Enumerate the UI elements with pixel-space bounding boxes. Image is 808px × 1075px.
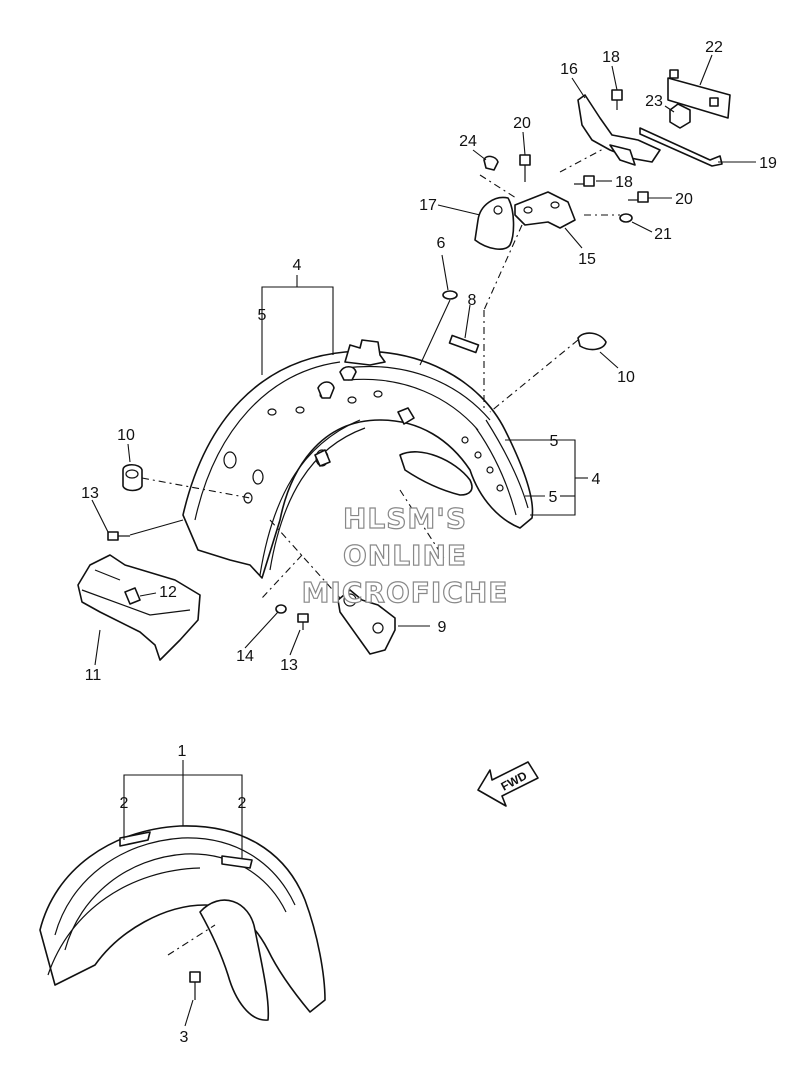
callout-5: 5: [258, 307, 267, 324]
part-10-grommet-right: [577, 332, 607, 351]
part-19-wire: [639, 127, 723, 167]
part-15-bracket: [514, 191, 576, 229]
callout-13-lower: 13: [280, 657, 298, 674]
callouts: 4 5 6 8 10 5 4 5 10 13 12 11 14 13 9 15 …: [81, 39, 777, 1046]
part-13-bolt-left: [107, 531, 130, 541]
part-22-plate: [667, 69, 731, 119]
callout-3: 3: [180, 1029, 189, 1046]
part-9-bracket: [337, 589, 396, 655]
part-20-bolt-upper: [519, 154, 531, 182]
callout-18-upper: 18: [602, 49, 620, 66]
watermark-line-3: MICROFICHE: [302, 576, 509, 609]
part-20-bolt-mid: [628, 191, 649, 203]
part-8-strip: [448, 334, 480, 354]
callout-2-left: 2: [120, 795, 129, 812]
callout-14: 14: [236, 648, 254, 665]
part-18-bolt-mid: [574, 175, 595, 187]
part-24-clip: [483, 155, 499, 171]
callout-11: 11: [85, 667, 102, 684]
callout-24: 24: [459, 133, 477, 150]
callout-1: 1: [178, 743, 187, 760]
callout-23: 23: [645, 93, 663, 110]
callout-10-left: 10: [117, 427, 135, 444]
fwd-arrow-icon: FWD: [477, 761, 539, 807]
callout-18-mid: 18: [615, 174, 633, 191]
watermark: HLSM'S ONLINE MICROFICHE: [301, 501, 509, 609]
callout-15: 15: [578, 251, 596, 268]
leader-lines: [91, 54, 756, 1027]
part-13-bolt-lower: [297, 613, 309, 630]
callout-5-right-lower: 5: [549, 489, 558, 506]
part-23-nut: [669, 103, 691, 129]
rear-fender: [182, 339, 534, 579]
callout-13-left: 13: [81, 485, 99, 502]
callout-8: 8: [468, 292, 477, 309]
part-11-cover: [77, 554, 201, 661]
part-18-bolt-upper: [611, 89, 623, 110]
part-17-taillight-base: [474, 196, 515, 250]
callout-4-right: 4: [592, 471, 601, 488]
part-16-stay: [577, 94, 661, 166]
callout-17: 17: [419, 197, 437, 214]
callout-22: 22: [705, 39, 723, 56]
callout-9: 9: [438, 619, 447, 636]
callout-21: 21: [654, 226, 672, 243]
part-21-washer: [619, 213, 633, 223]
callout-6: 6: [437, 235, 446, 252]
callout-4: 4: [293, 257, 302, 274]
callout-20-mid: 20: [675, 191, 693, 208]
watermark-line-1: HLSM'S: [343, 502, 467, 535]
watermark-line-2: ONLINE: [343, 539, 467, 572]
callout-2-right: 2: [238, 795, 247, 812]
callout-16: 16: [560, 61, 578, 78]
callout-19: 19: [759, 155, 777, 172]
part-3-bolt: [189, 971, 201, 1000]
front-fender: [39, 825, 326, 1021]
part-14-washer: [275, 604, 287, 614]
callout-20-upper: 20: [513, 115, 531, 132]
part-6-washer: [442, 290, 458, 300]
callout-10-right: 10: [617, 369, 635, 386]
callout-5-right-upper: 5: [550, 433, 559, 450]
callout-12: 12: [159, 584, 177, 601]
